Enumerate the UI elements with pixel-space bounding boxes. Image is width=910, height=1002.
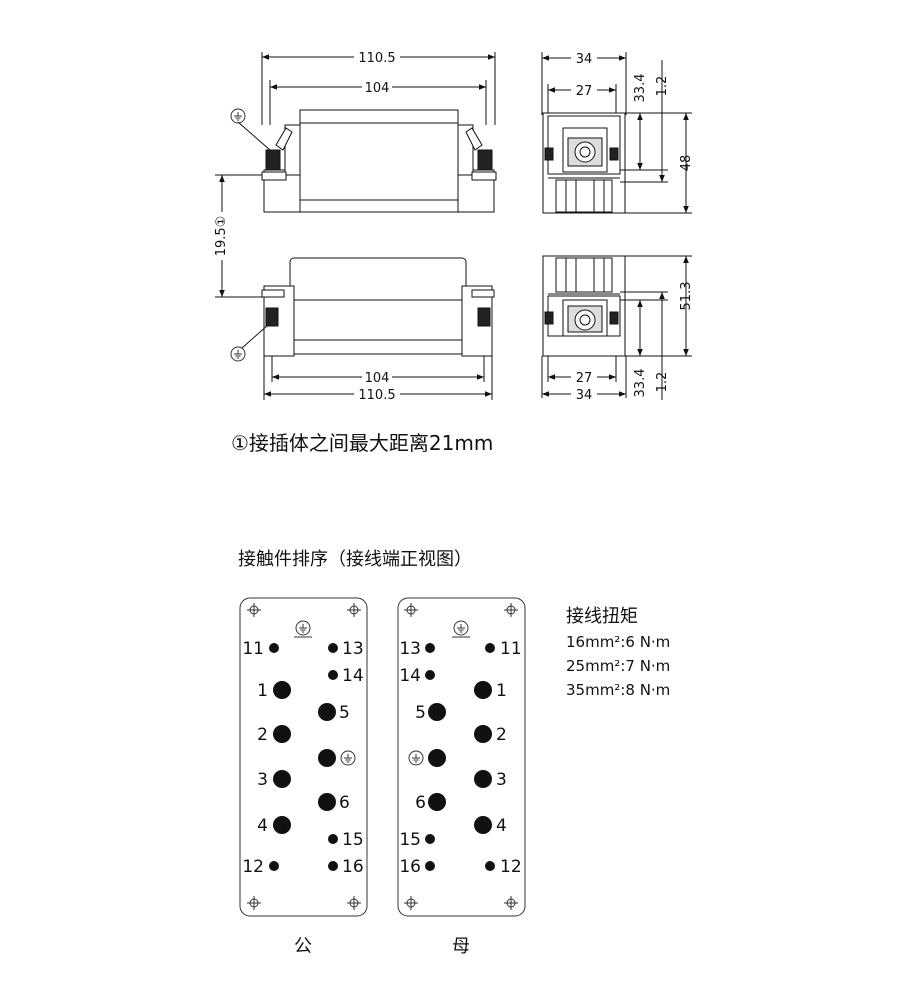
gap-note: ①接插体之间最大距离21mm [231,431,493,455]
torque-row: 25mm²:7 N·m [566,657,670,675]
dim-side-bottom-depth: 33.4 [633,369,648,398]
contact-label: 16 [342,857,364,877]
dim-gap-height: 19.5① [214,216,229,257]
contact-label: 1 [496,681,507,701]
contact-label: 11 [500,639,522,659]
dim-side-bottom-width: 34 [576,388,593,403]
dim-top-inner: 104 [365,81,390,96]
contact-label: 1 [257,681,268,701]
female-insert: 13 11 14 1 5 2 3 6 4 15 16 12 [397,597,526,917]
contact-label: 6 [339,793,350,813]
contact-arrangement-title: 接触件排序（接线端正视图） [238,549,472,570]
ground-icon [230,108,246,124]
female-caption: 母 [452,936,470,957]
contact-label: 5 [339,703,350,723]
contact-label: 6 [415,793,426,813]
contact-label: 11 [242,639,264,659]
contact-label: 15 [342,830,364,850]
contact-label: 14 [399,666,421,686]
contact-label: 16 [399,857,421,877]
bottom-front-view [241,257,495,400]
contact-label: 13 [399,639,421,659]
contact-label: 2 [257,725,268,745]
dim-bottom-overall: 110.5 [358,388,395,403]
dim-bottom-inner: 104 [365,371,390,386]
contact-label: 15 [399,830,421,850]
contact-label: 3 [496,770,507,790]
contact-label: 2 [496,725,507,745]
dim-side-top-height: 48 [679,155,694,172]
torque-title: 接线扭矩 [566,606,638,627]
male-insert: 11 13 14 1 5 2 3 6 4 15 12 16 [239,597,368,917]
ground-icon [230,346,246,362]
torque-row: 16mm²:6 N·m [566,633,670,651]
torque-row: 35mm²:8 N·m [566,681,670,699]
top-front-view [237,52,497,213]
contact-label: 3 [257,770,268,790]
dim-side-bottom-inner: 27 [576,371,593,386]
torque-table: 接线扭矩 16mm²:6 N·m 25mm²:7 N·m 35mm²:8 N·m [566,606,670,699]
bottom-side-view [541,255,692,400]
dim-side-bottom-offset: 1.2 [655,372,670,393]
dim-side-top-width: 34 [576,52,593,67]
contact-label: 4 [257,816,268,836]
contact-label: 12 [500,857,522,877]
contact-label: 13 [342,639,364,659]
male-caption: 公 [294,936,312,957]
dim-side-top-inner: 27 [576,84,593,99]
contact-label: 5 [415,703,426,723]
dim-side-top-depth: 33.4 [633,74,648,103]
contact-label: 12 [242,857,264,877]
contact-label: 4 [496,816,507,836]
dim-side-bottom-height: 51.3 [679,282,694,311]
dim-top-overall: 110.5 [358,51,395,66]
contact-label: 14 [342,666,364,686]
dim-side-top-offset: 1.2 [655,76,670,97]
